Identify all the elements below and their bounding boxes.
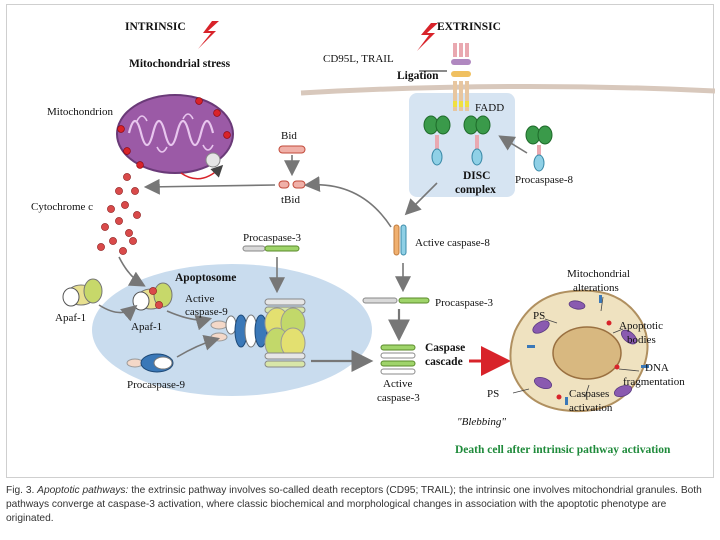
arrow-tbid-to-mito	[143, 178, 276, 195]
bid-icon	[278, 145, 306, 154]
apaf1-left-icon	[62, 278, 103, 307]
label-bid: Bid	[281, 130, 297, 142]
cytochrome-c-dots	[97, 173, 141, 255]
arrow-cytc-to-apaf	[118, 256, 146, 287]
procaspase9-icon	[126, 353, 174, 373]
mitochondrion-icon	[116, 94, 234, 180]
procaspase3-right-icon	[362, 297, 430, 304]
label-ligation: Ligation	[397, 70, 439, 82]
label-active-caspase3-line2: caspase-3	[377, 392, 420, 404]
label-mitochondrial-stress: Mitochondrial stress	[129, 58, 231, 70]
label-procaspase3-right: Procaspase-3	[435, 297, 494, 309]
cell-membrane	[300, 83, 716, 96]
label-apaf1-mid: Apaf-1	[131, 321, 162, 333]
label-tbid: tBid	[281, 194, 300, 206]
label-caspases-activation-line1: Caspases	[569, 388, 609, 400]
label-ps-top: PS	[533, 310, 545, 322]
label-mito-alterations-line2: alterations	[573, 282, 619, 294]
figure-caption: Fig. 3. Apoptotic pathways: the extrinsi…	[6, 484, 714, 526]
label-mitochondrion: Mitochondrion	[47, 106, 113, 118]
label-extrinsic: EXTRINSIC	[437, 21, 501, 33]
label-cd95l-trail: CD95L, TRAIL	[323, 53, 394, 65]
label-active-caspase9-line2: caspase-9	[185, 306, 228, 318]
label-apoptotic-bodies-line2: bodies	[627, 334, 656, 346]
label-intrinsic: INTRINSIC	[125, 21, 186, 33]
label-fadd: FADD	[475, 102, 504, 114]
active-caspase3-icon	[380, 344, 416, 375]
apoptotic-cell-icon	[509, 289, 649, 413]
label-death-cell: Death cell after intrinsic pathway activ…	[455, 444, 671, 456]
lightning-bolt-intrinsic-icon	[198, 21, 219, 49]
procaspase3-top-icon	[242, 245, 300, 252]
arrow-apaf-to-complex	[166, 310, 213, 331]
label-apoptosome: Apoptosome	[175, 272, 236, 284]
tbid-icon	[278, 180, 306, 189]
arrow-caspase8-to-tbid	[303, 176, 392, 228]
label-procaspase9: Procaspase-9	[127, 379, 186, 391]
cell-label-leaders	[512, 296, 640, 398]
label-ps-bottom: PS	[487, 388, 499, 400]
label-disc-line2: complex	[455, 184, 496, 196]
label-blebbing: "Blebbing"	[457, 416, 506, 428]
label-active-caspase8: Active caspase-8	[415, 237, 490, 249]
label-caspases-activation-line2: activation	[569, 402, 613, 414]
label-apaf1-left: Apaf-1	[55, 312, 86, 324]
label-dna-line2: fragmentation	[623, 376, 685, 388]
label-procaspase3-top: Procaspase-3	[243, 232, 302, 244]
procaspase8-icon	[525, 125, 553, 172]
label-active-caspase9-line1: Active	[185, 293, 214, 305]
label-apoptotic-bodies-line1: Apoptotic	[619, 320, 663, 332]
arrow-apaf1-to-cytc	[98, 304, 138, 322]
apoptosome-wheel-icon	[264, 298, 306, 368]
label-caspase-cascade-line1: Caspase	[425, 342, 465, 354]
label-disc-line1: DISC	[463, 170, 490, 182]
diagram-panel: INTRINSIC Mitochondrial stress Mitochond…	[6, 4, 716, 478]
arrow-procaspase9-to-complex	[176, 335, 221, 358]
active-caspase8-icon	[393, 224, 407, 256]
lightning-bolt-extrinsic-icon	[417, 23, 438, 51]
label-active-caspase3-line1: Active	[383, 378, 412, 390]
apaf1-cytc-icon	[132, 282, 173, 311]
arrow-procaspase8-to-disc	[498, 135, 528, 154]
death-receptor-ligand-icon	[451, 43, 471, 111]
label-mito-alterations-line1: Mitochondrial	[567, 268, 630, 280]
arrow-disc-to-caspase8	[404, 182, 438, 216]
label-caspase-cascade-line2: cascade	[425, 356, 463, 368]
caption-title: Apoptotic pathways:	[37, 485, 129, 496]
label-cytochrome-c: Cytochrome c	[31, 201, 93, 213]
mito-pore-dots	[117, 97, 231, 169]
caption-text: the extrinsic pathway involves so-called…	[6, 485, 702, 524]
label-dna-line1: DNA	[645, 362, 669, 374]
apoptosis-diagram: INTRINSIC Mitochondrial stress Mitochond…	[31, 21, 716, 456]
caption-fig-number: Fig. 3.	[6, 485, 35, 496]
label-procaspase8: Procaspase-8	[515, 174, 574, 186]
disc-procaspase8-units	[423, 115, 491, 166]
